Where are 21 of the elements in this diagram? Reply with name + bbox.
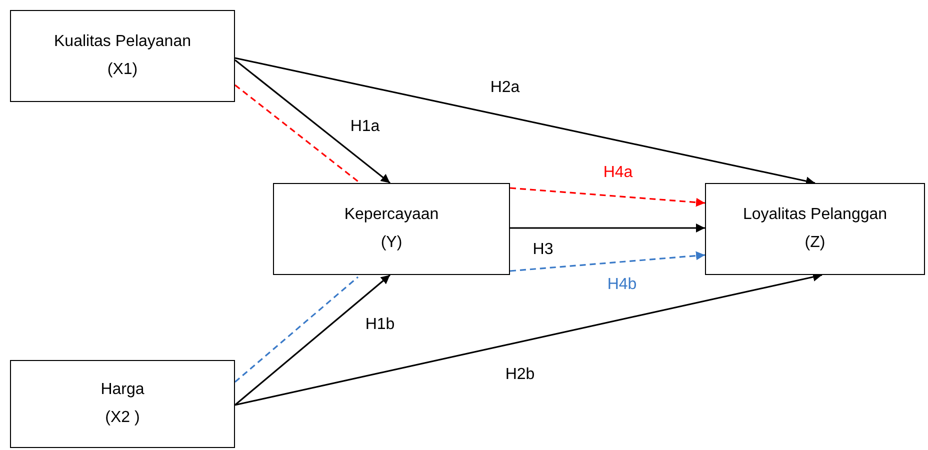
- arrow: [234, 59, 390, 184]
- variable-box: [10, 360, 235, 448]
- arrow: [510, 224, 705, 232]
- variable-code: (X1): [107, 60, 138, 80]
- variable-code: (X2 ): [105, 408, 140, 428]
- variable-box: [273, 183, 510, 275]
- variable-code: (Z): [804, 233, 826, 253]
- arrow: [234, 57, 816, 186]
- arrow: [510, 187, 706, 207]
- variable-box: [705, 183, 925, 275]
- arrow: [234, 272, 822, 406]
- variable-name: Kepercayaan: [344, 205, 439, 225]
- arrow: [510, 251, 706, 272]
- variable-name: Harga: [100, 380, 144, 400]
- variable-name: Loyalitas Pelanggan: [742, 205, 888, 225]
- variable-box: [10, 10, 235, 102]
- variable-name: Kualitas Pelayanan: [54, 32, 191, 52]
- connector-line: [234, 276, 359, 383]
- arrow: [234, 274, 391, 406]
- connector-line: [234, 84, 360, 184]
- variable-code: (Y): [380, 233, 402, 253]
